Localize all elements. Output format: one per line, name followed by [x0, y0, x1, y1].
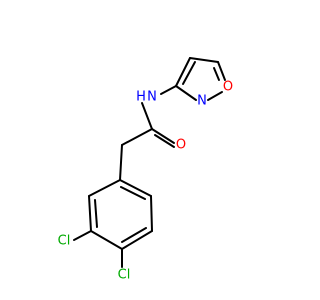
- bond-c3-cl: [73, 230, 92, 241]
- bond-ar-2-3-inner: [94, 199, 98, 228]
- bond-nh-c3: [160, 85, 177, 95]
- bond-ar-3-4: [90, 230, 123, 250]
- atom-label-cl-4: Cl: [118, 268, 131, 283]
- bonds: [73, 57, 226, 268]
- atom-label-o-carbonyl: O: [176, 138, 186, 153]
- bond-o1-n2: [207, 91, 223, 101]
- bond-nh-carbonyl: [141, 102, 153, 130]
- bond-c3-c4-inner: [182, 61, 196, 85]
- bond-carbonyl-ch2: [121, 128, 153, 146]
- bond-ar-4-5: [121, 230, 153, 250]
- bond-n2-c3: [175, 85, 197, 101]
- molecule-diagram: N H N O O Cl Cl: [58, 57, 233, 283]
- bond-c4-c5: [189, 57, 219, 63]
- bond-carbonyl-o: [151, 128, 175, 144]
- bond-ar-6-1: [119, 179, 152, 197]
- bond-ch2-phenyl: [119, 144, 123, 181]
- bond-ar-5-6: [150, 195, 153, 232]
- atom-label-cl-3: Cl: [58, 234, 71, 249]
- bond-ar-6-1-inner: [120, 186, 146, 200]
- bond-c3-c4: [175, 57, 191, 87]
- atom-label-h-amide: H: [136, 90, 146, 105]
- bond-ar-1-2: [88, 179, 121, 197]
- bond-ar-2-3: [88, 195, 92, 232]
- bond-carbonyl-o-double: [154, 134, 175, 148]
- structure-canvas: N H N O O Cl Cl: [57, 57, 234, 283]
- bond-c5-o1-inner: [213, 67, 220, 81]
- bond-c5-o1: [217, 61, 226, 81]
- atom-labels: N H N O O Cl Cl: [58, 80, 233, 283]
- atom-label-n-amide: N: [147, 90, 157, 105]
- atom-label-o-ring: O: [223, 80, 233, 95]
- atom-label-n-ring: N: [197, 94, 207, 109]
- bond-ar-4-5-inner: [121, 227, 147, 243]
